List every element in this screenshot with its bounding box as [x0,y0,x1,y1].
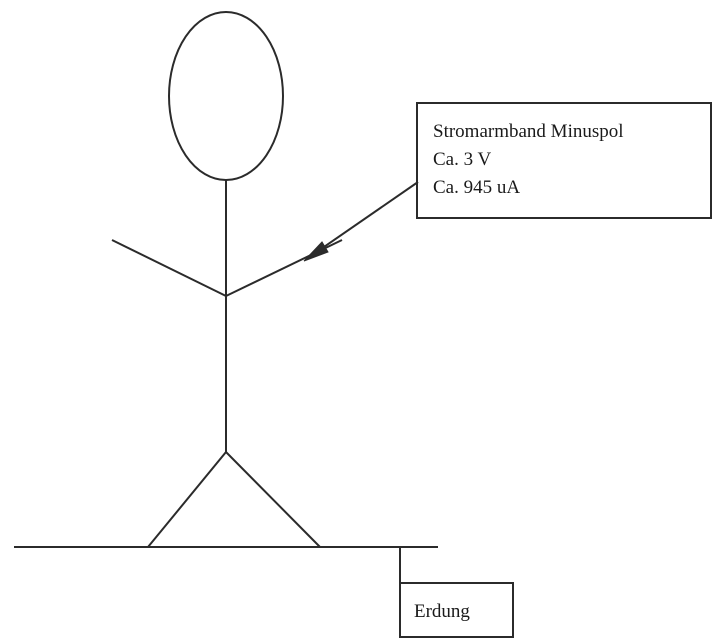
callout-arrow [303,181,419,262]
callout-line-1: Stromarmband Minuspol [433,121,624,142]
ground-box-frame [399,582,514,638]
ground-label: Erdung [414,601,470,622]
callout-arrow-shaft [307,181,419,259]
figure-left-arm [111,239,227,297]
callout-line-3: Ca. 945 uA [433,177,520,198]
ground-label-box: Erdung [399,582,514,638]
callout-line-2: Ca. 3 V [433,149,492,170]
stick-figure [111,11,343,548]
callout-box: Stromarmband Minuspol Ca. 3 V Ca. 945 uA [416,102,712,219]
figure-head [168,11,284,181]
figure-legs [147,450,321,548]
arrow-head-icon [303,241,329,262]
callout-box-frame [416,102,712,219]
